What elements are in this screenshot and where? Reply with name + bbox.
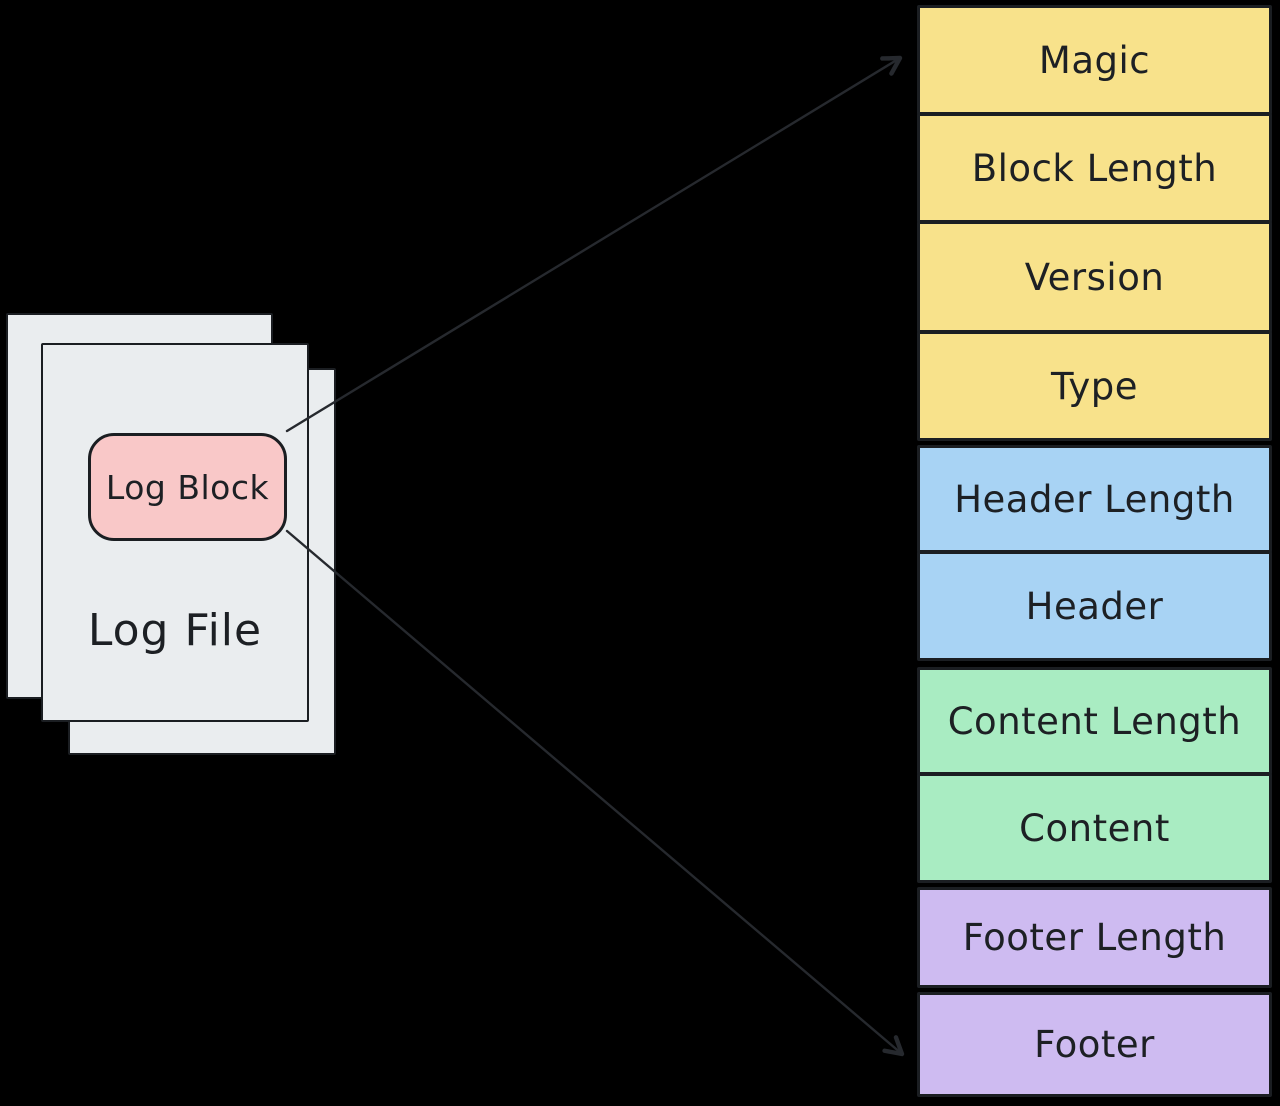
arrow-log-block-to-structure-top [285, 55, 903, 433]
field-block-footer: Footer [917, 992, 1272, 1097]
arrow-log-block-to-structure-bottom [285, 529, 905, 1057]
field-block-block-length: Block Length [917, 113, 1272, 223]
field-label: Content Length [947, 699, 1242, 743]
field-block-header: Header [917, 551, 1272, 661]
field-block-content: Content [917, 773, 1272, 883]
field-block-type: Type [917, 331, 1272, 441]
field-label: Magic [1038, 38, 1151, 82]
field-label: Content [1019, 806, 1170, 850]
field-label: Footer [1034, 1023, 1155, 1066]
field-label: Version [1024, 255, 1165, 299]
field-block-version: Version [917, 221, 1272, 333]
field-label: Footer Length [962, 916, 1227, 959]
log-block-label: Log Block [105, 467, 270, 507]
log-file-label: Log File [87, 605, 263, 656]
field-label: Header Length [954, 477, 1235, 521]
field-label: Block Length [971, 146, 1218, 190]
log-file-page-front: Log Block Log File [41, 343, 309, 722]
field-label: Type [1051, 364, 1138, 408]
log-block: Log Block [88, 433, 287, 541]
field-block-content-length: Content Length [917, 667, 1272, 775]
field-block-magic: Magic [917, 5, 1272, 115]
field-block-header-length: Header Length [917, 445, 1272, 553]
field-label: Header [1025, 584, 1164, 628]
field-block-footer-length: Footer Length [917, 887, 1272, 988]
